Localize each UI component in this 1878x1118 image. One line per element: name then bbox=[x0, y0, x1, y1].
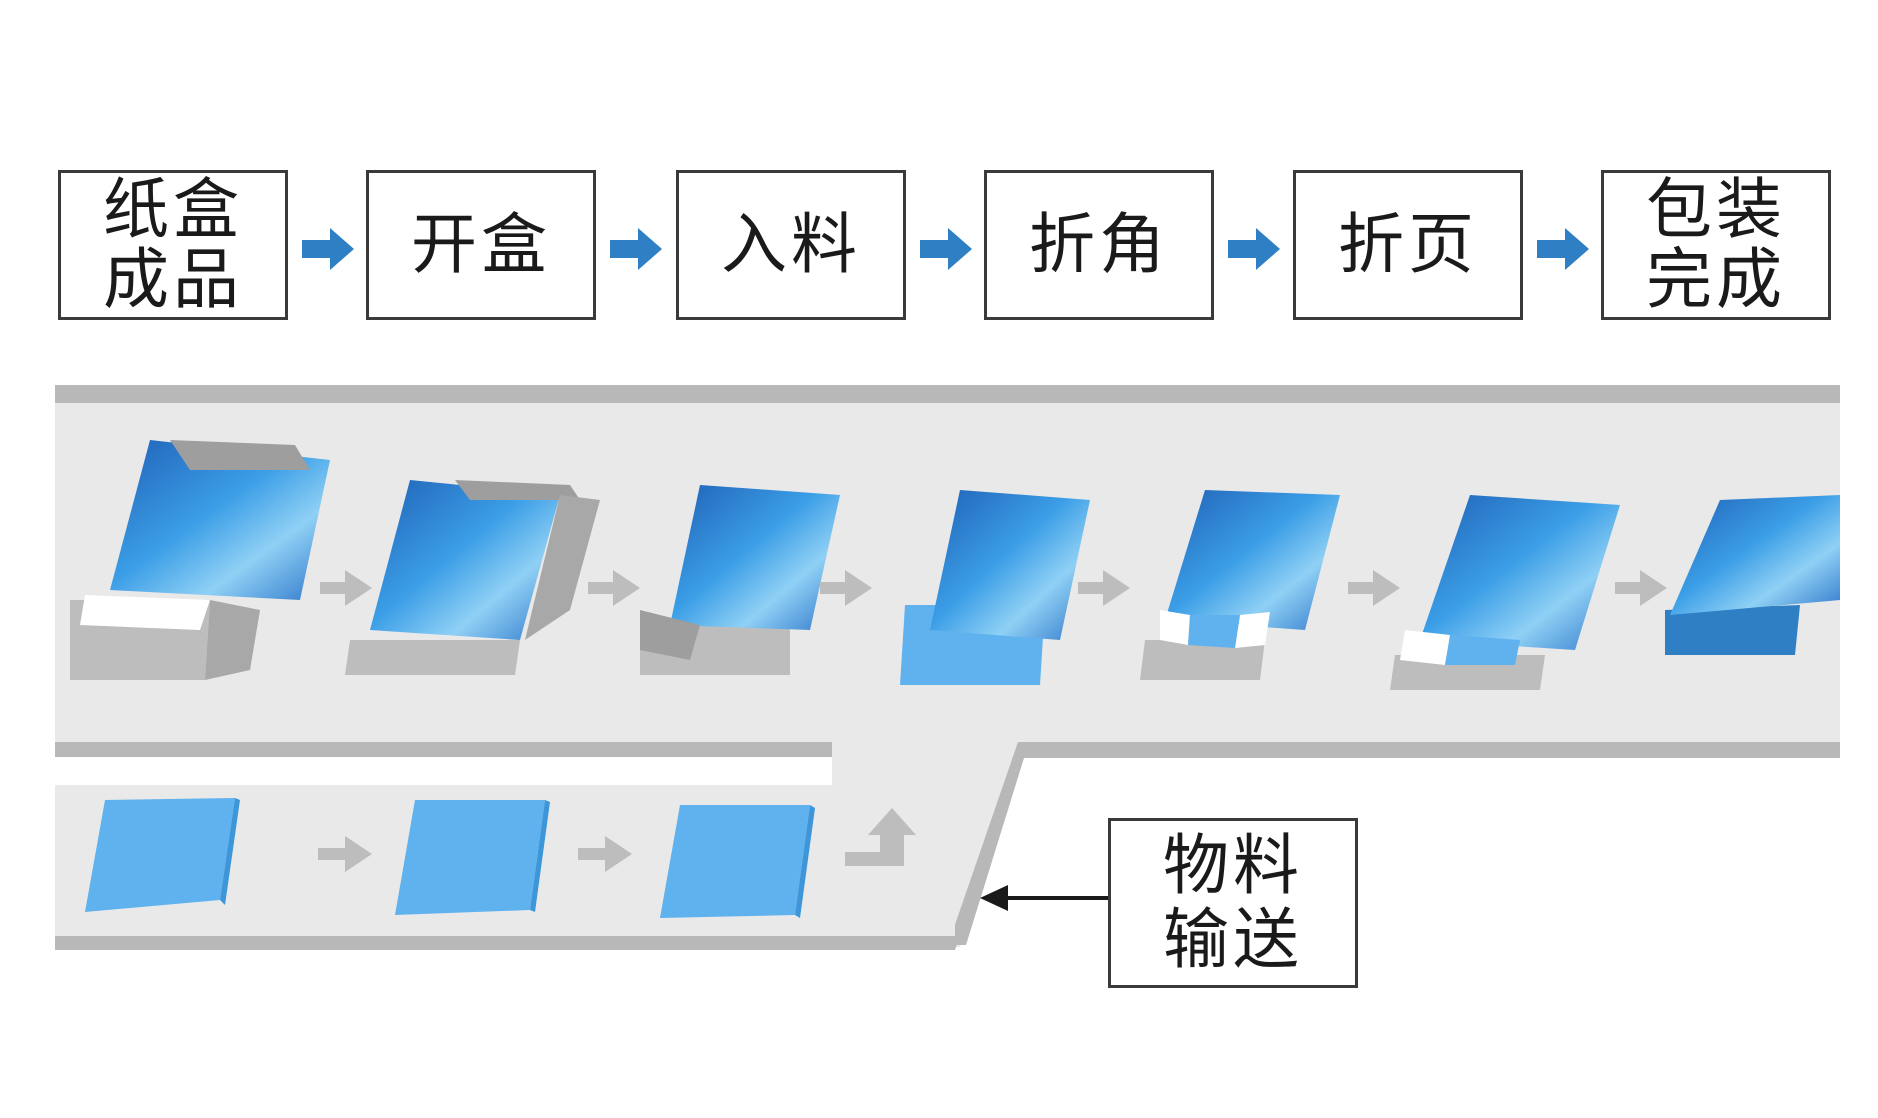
material-block bbox=[395, 800, 550, 915]
gray-arrow-icon bbox=[320, 570, 372, 606]
gray-arrow-icon bbox=[1615, 570, 1667, 606]
up-turn-arrow-icon bbox=[845, 808, 916, 866]
material-block bbox=[85, 798, 240, 912]
gray-arrow-icon bbox=[1078, 570, 1130, 606]
material-conveying-label: 物料 输送 bbox=[1163, 827, 1303, 978]
box-stage-feed bbox=[640, 485, 840, 675]
box-stage-fold-corner bbox=[900, 490, 1090, 685]
step-label: 折页 bbox=[1338, 206, 1478, 283]
step-label: 入料 bbox=[721, 206, 861, 283]
step-label: 包装 完成 bbox=[1646, 171, 1786, 318]
gray-arrow-icon bbox=[578, 836, 632, 872]
box-stage-done bbox=[1665, 495, 1840, 655]
right-arrow-icon bbox=[1228, 228, 1280, 270]
step-box-open-box: 开盒 bbox=[366, 170, 596, 320]
upper-conveyor-top-edge bbox=[55, 385, 1840, 403]
box-stage-finished bbox=[70, 440, 330, 680]
step-box-fold-flap: 折页 bbox=[1293, 170, 1523, 320]
step-label: 折角 bbox=[1029, 206, 1169, 283]
upper-conveyor-bottom-edge bbox=[55, 742, 832, 757]
right-arrow-icon bbox=[1537, 228, 1589, 270]
lower-conveyor-bottom-edge bbox=[55, 936, 960, 950]
material-block bbox=[660, 805, 815, 918]
right-arrow-icon bbox=[610, 228, 662, 270]
gray-arrow-icon bbox=[318, 836, 372, 872]
box-stage-open bbox=[345, 480, 600, 675]
gray-arrow-icon bbox=[820, 570, 872, 606]
step-label: 开盒 bbox=[411, 206, 551, 283]
lower-conveyor-white-gap bbox=[55, 757, 832, 785]
box-stage-closing bbox=[1390, 495, 1620, 690]
step-box-finished-box: 纸盒 成品 bbox=[58, 170, 288, 320]
step-label: 纸盒 成品 bbox=[103, 171, 243, 318]
gray-arrow-icon bbox=[588, 570, 640, 606]
material-conveying-label-box: 物料 输送 bbox=[1108, 818, 1358, 988]
merge-edge bbox=[948, 742, 1840, 945]
box-stage-fold-flap bbox=[1140, 490, 1340, 680]
right-arrow-icon bbox=[302, 228, 354, 270]
left-pointer-arrow-icon bbox=[980, 885, 1008, 911]
step-box-feed-material: 入料 bbox=[676, 170, 906, 320]
gray-arrow-icons bbox=[320, 570, 1667, 606]
gray-arrow-icon bbox=[1348, 570, 1400, 606]
step-box-packing-done: 包装 完成 bbox=[1601, 170, 1831, 320]
right-arrow-icon bbox=[920, 228, 972, 270]
lower-gray-arrows bbox=[318, 808, 916, 872]
material-blocks bbox=[85, 798, 815, 918]
step-box-fold-corner: 折角 bbox=[984, 170, 1214, 320]
